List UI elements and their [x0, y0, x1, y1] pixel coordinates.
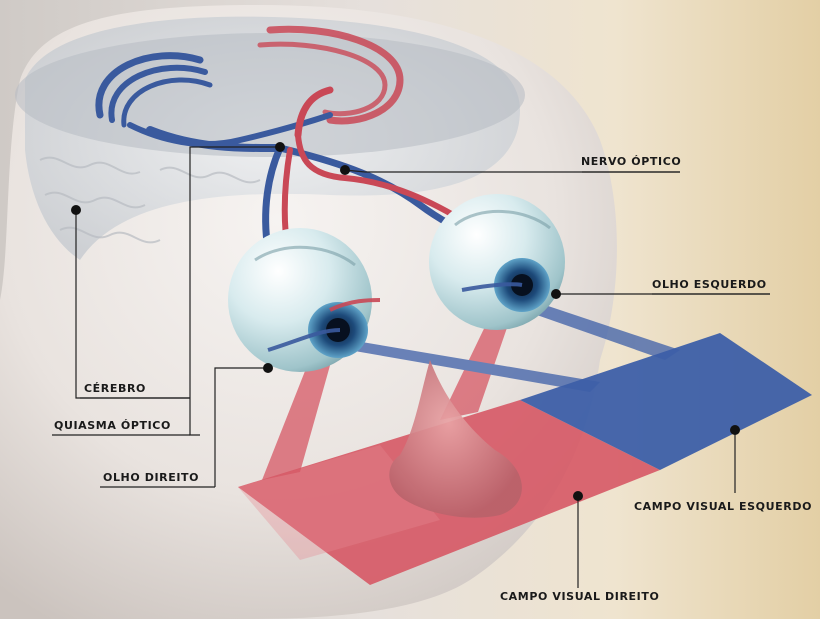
label-olho-direito: OLHO DIREITO — [103, 471, 199, 484]
label-campo-visual-esquerdo: CAMPO VISUAL ESQUERDO — [634, 500, 812, 513]
dot-cerebro — [71, 205, 81, 215]
dot-campo-visual-direito — [573, 491, 583, 501]
right-eye — [228, 228, 372, 372]
brain-plane — [15, 33, 525, 157]
dot-campo-visual-esquerdo — [730, 425, 740, 435]
label-cerebro: CÉREBRO — [84, 382, 146, 395]
dot-olho-esquerdo — [551, 289, 561, 299]
dot-quiasma-optico — [275, 142, 285, 152]
label-campo-visual-direito: CAMPO VISUAL DIREITO — [500, 590, 659, 603]
dot-olho-direito — [263, 363, 273, 373]
label-olho-esquerdo: OLHO ESQUERDO — [652, 278, 767, 291]
left-eye — [429, 194, 565, 330]
label-nervo-optico: NERVO ÓPTICO — [581, 155, 681, 168]
dot-nervo-optico — [340, 165, 350, 175]
label-quiasma-optico: QUIASMA ÓPTICO — [54, 419, 171, 432]
